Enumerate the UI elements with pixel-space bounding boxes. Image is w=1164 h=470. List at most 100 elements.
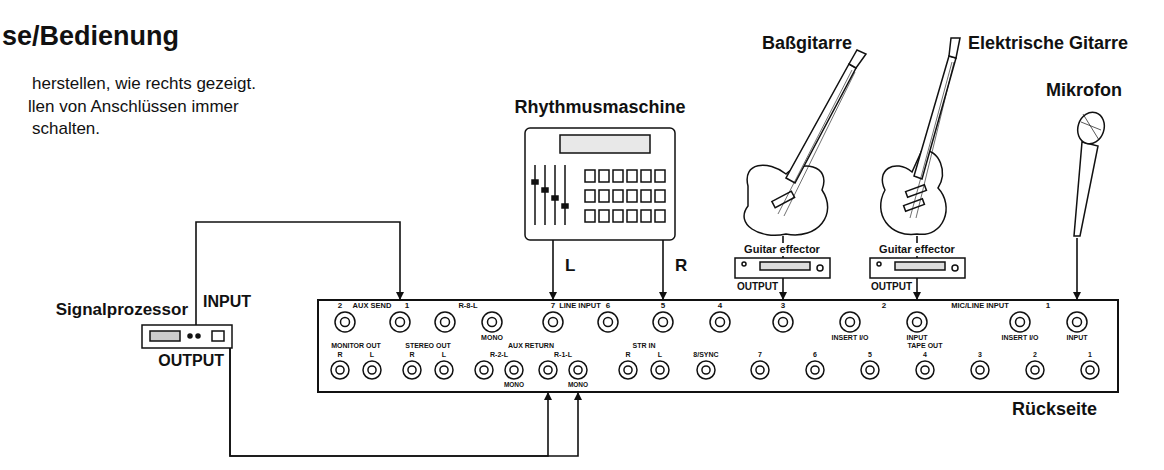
pad-button: [641, 190, 651, 202]
guitar-effector: Guitar effectorOUTPUT: [870, 258, 965, 278]
jack-hole: [488, 318, 497, 327]
pad-button: [599, 190, 609, 202]
jack-socket: [653, 312, 673, 332]
device-name: Signalprozessor: [56, 300, 188, 320]
jack-socket: [861, 361, 879, 379]
effector-knob: [742, 262, 746, 266]
pad-button: [613, 190, 623, 202]
microphone: Mikrofon: [1052, 112, 1102, 238]
jack-label: STR IN: [633, 342, 656, 349]
jack-label: 2: [338, 302, 342, 310]
jack-socket: [539, 361, 557, 379]
jack-socket: [1067, 312, 1087, 332]
processor-knob: [188, 334, 192, 338]
pad-button: [627, 170, 637, 182]
rhythm-machine: Rhythmusmaschine: [525, 128, 675, 240]
jack-label: MONO: [568, 382, 588, 389]
rhythm-machine-housing: [525, 128, 675, 240]
channel-label: L: [563, 256, 577, 276]
jack-label: AUX RETURN: [508, 342, 554, 349]
channel-label: R: [673, 256, 689, 276]
jack-hole: [921, 366, 929, 374]
jack-socket: [971, 361, 989, 379]
fader: [534, 165, 536, 225]
jack-hole: [624, 366, 632, 374]
jack-hole: [866, 366, 874, 374]
jack-socket: [1026, 361, 1044, 379]
jack-socket: [543, 312, 563, 332]
guitar-body: [881, 150, 946, 234]
jack-hole: [408, 366, 416, 374]
pad-button: [585, 210, 595, 222]
cable: [552, 240, 554, 300]
device-name: Elektrische Gitarre: [968, 33, 1128, 54]
pad-button: [613, 170, 623, 182]
jack-label: 1: [1088, 351, 1092, 358]
bass-guitar-drawing: [744, 50, 866, 235]
jack-hole: [659, 318, 668, 327]
jack-label: R: [337, 351, 342, 358]
jack-label: 2: [1033, 351, 1037, 358]
jack-socket: [435, 361, 453, 379]
jack-hole: [779, 318, 788, 327]
jack-hole: [716, 318, 725, 327]
pad-button: [627, 210, 637, 222]
jack-socket: [773, 312, 793, 332]
jack-hole: [1073, 318, 1082, 327]
jack-hole: [811, 366, 819, 374]
pad-button: [613, 210, 623, 222]
jack-hole: [913, 318, 922, 327]
pad-button: [585, 170, 595, 182]
rhythm-machine-pads: [585, 170, 665, 222]
signal-processor: SignalprozessorINPUTOUTPUT: [142, 325, 232, 348]
jack-socket: [390, 312, 410, 332]
body-text: llen von Anschlüssen immer: [28, 98, 239, 115]
pad-button: [655, 210, 665, 222]
jack-label: 1: [405, 302, 409, 310]
jack-label: MONITOR OUT: [331, 342, 381, 349]
jack-hole: [1016, 318, 1025, 327]
jack-label: L: [658, 351, 662, 358]
jack-hole: [441, 318, 450, 327]
jack-label: INPUT: [1067, 334, 1088, 341]
pad-button: [655, 170, 665, 182]
jack-label: 3: [978, 351, 982, 358]
effector-panel: [895, 262, 945, 270]
jack-label: R: [625, 351, 630, 358]
jack-hole: [756, 366, 764, 374]
fader-knob: [542, 188, 548, 192]
jack-label: 6: [606, 302, 610, 310]
jack-label: R-1-L: [554, 351, 572, 358]
jack-hole: [480, 366, 488, 374]
jack-label: TAPE OUT: [908, 342, 943, 349]
jack-label: 3: [781, 302, 785, 310]
jack-label: STEREO OUT: [405, 342, 451, 349]
effector-knob: [817, 265, 823, 271]
jack-socket: [363, 361, 381, 379]
jack-label: 5: [661, 302, 665, 310]
device-name: Rhythmusmaschine: [514, 97, 685, 118]
guitar-neck: [914, 56, 956, 179]
jack-socket: [806, 361, 824, 379]
effector-housing: [870, 258, 965, 278]
bass-strings: [784, 72, 855, 216]
jack-label: INSERT I/O: [1002, 334, 1039, 341]
jack-hole: [544, 366, 552, 374]
body-text: schalten.: [32, 120, 100, 137]
jack-hole: [656, 366, 664, 374]
pad-button: [655, 190, 665, 202]
jack-label: LINE INPUT: [559, 302, 601, 310]
guitar-effector: Guitar effectorOUTPUT: [735, 258, 830, 278]
jack-hole: [336, 366, 344, 374]
effector-drawing: [735, 258, 965, 278]
signal-processor-drawing: [142, 325, 232, 348]
jack-label: 8/SYNC: [693, 351, 718, 358]
microphone-drawing: [1074, 109, 1109, 236]
jack-socket: [751, 361, 769, 379]
port-label: OUTPUT: [737, 281, 778, 293]
jack-label: 6: [813, 351, 817, 358]
jack-label: L: [370, 351, 374, 358]
jack-label: 5: [868, 351, 872, 358]
cable: [662, 240, 664, 300]
jack-hole: [368, 366, 376, 374]
